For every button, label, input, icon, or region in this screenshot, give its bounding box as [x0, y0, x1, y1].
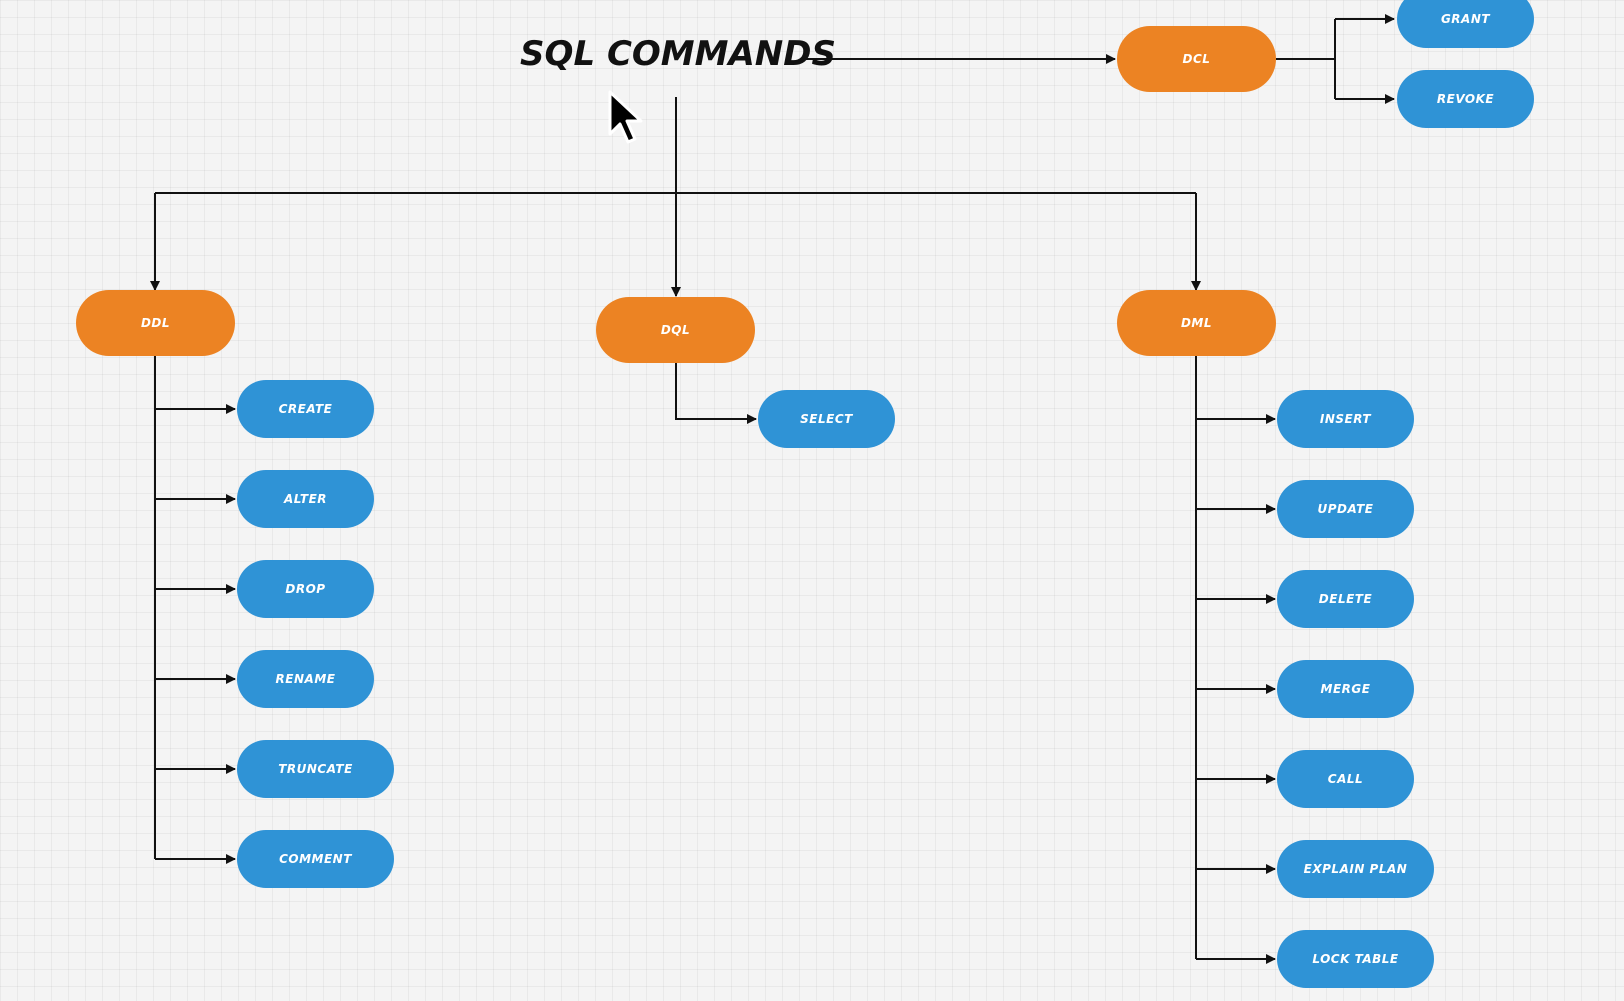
arrow-dql-to-select	[675, 363, 757, 424]
command-alter: ALTER	[237, 470, 374, 528]
mouse-pointer-icon	[608, 90, 643, 144]
diagram-title: SQL COMMANDS	[520, 34, 836, 74]
command-drop: DROP	[237, 560, 374, 618]
category-dml: DML	[1117, 290, 1276, 356]
command-update: UPDATE	[1277, 480, 1414, 538]
command-revoke: REVOKE	[1397, 70, 1534, 128]
command-call: CALL	[1277, 750, 1414, 808]
command-comment: COMMENT	[237, 830, 394, 888]
command-explain-plan: EXPLAIN PLAN	[1277, 840, 1434, 898]
command-lock-table: LOCK TABLE	[1277, 930, 1434, 988]
command-truncate: TRUNCATE	[237, 740, 394, 798]
command-grant: GRANT	[1397, 0, 1534, 48]
category-ddl: DDL	[76, 290, 235, 356]
command-rename: RENAME	[237, 650, 374, 708]
command-select: SELECT	[758, 390, 895, 448]
line-dcl-branch	[1276, 19, 1336, 99]
category-dql: DQL	[596, 297, 755, 363]
command-merge: MERGE	[1277, 660, 1414, 718]
command-create: CREATE	[237, 380, 374, 438]
command-insert: INSERT	[1277, 390, 1414, 448]
command-delete: DELETE	[1277, 570, 1414, 628]
category-dcl: DCL	[1117, 26, 1276, 92]
